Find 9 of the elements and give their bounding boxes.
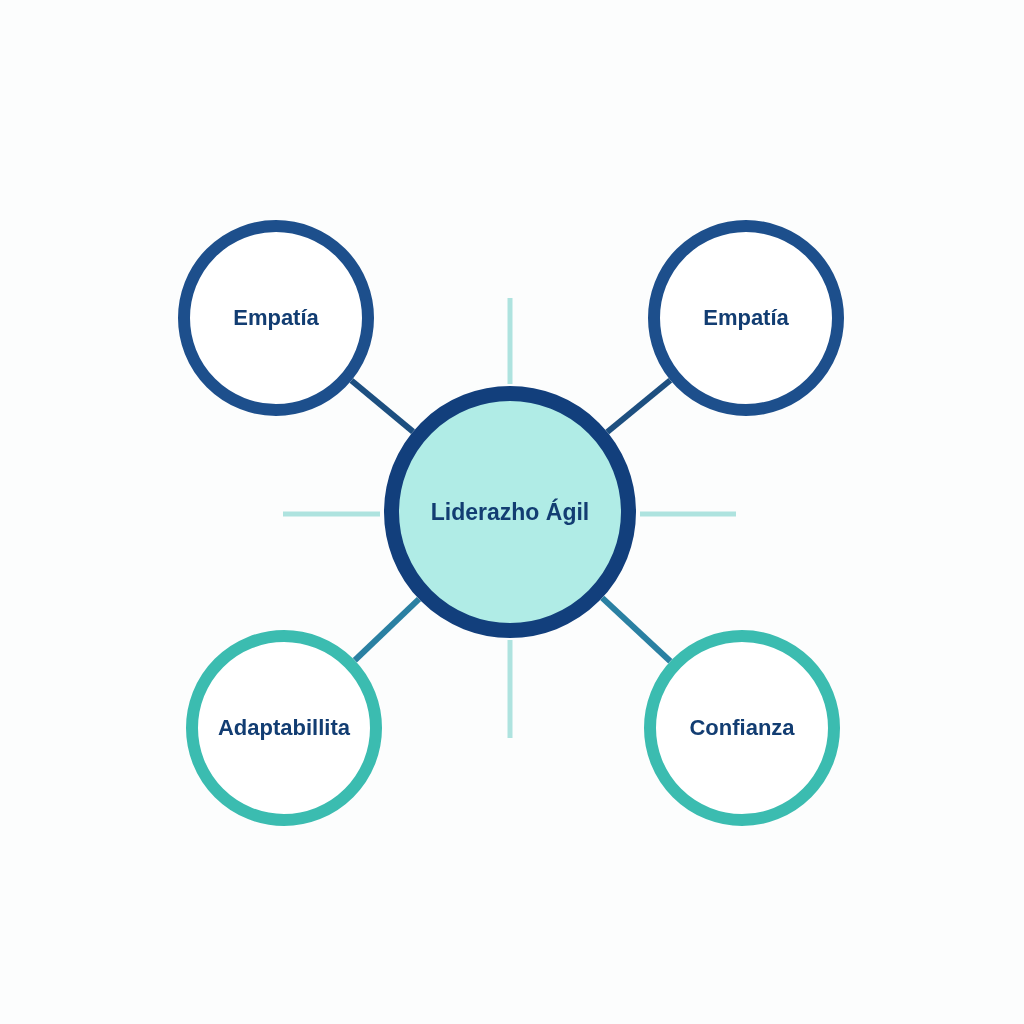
- connector-line: [352, 596, 421, 663]
- connector-line: [605, 377, 673, 435]
- connector-line: [600, 595, 673, 664]
- node-label: Liderazho Ágil: [430, 498, 590, 526]
- node-label: Adaptabillita: [218, 715, 350, 741]
- node-label: Confianza: [689, 715, 795, 741]
- node-label: Empatía: [233, 305, 319, 331]
- node-label: Empatía: [703, 305, 789, 331]
- connector-line: [349, 378, 415, 434]
